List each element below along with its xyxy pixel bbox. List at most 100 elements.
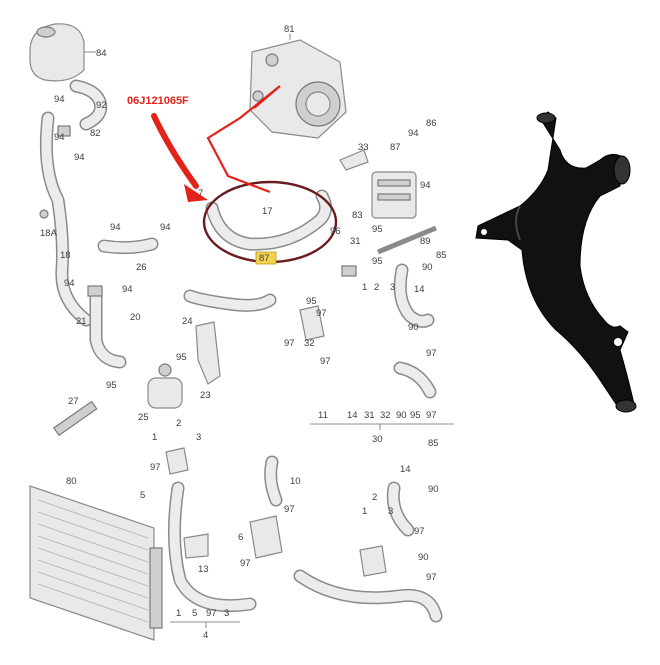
callout-97: 97 <box>284 504 295 515</box>
callout-80: 80 <box>66 476 77 487</box>
callout-33: 33 <box>358 142 369 153</box>
left-hose-column <box>39 79 159 369</box>
callout-84: 84 <box>96 48 107 59</box>
group30-member: 11 <box>318 410 328 421</box>
callout-94: 94 <box>110 222 121 233</box>
callout-97: 97 <box>316 308 327 319</box>
bottom-right-hoses <box>293 481 443 623</box>
callout-97: 97 <box>320 356 331 367</box>
callout-87b: 87 <box>390 142 401 153</box>
group4-member: 5 <box>192 608 197 619</box>
callout-25: 25 <box>138 412 149 423</box>
group30-member: 32 <box>380 410 391 421</box>
group30-label: 30 <box>372 434 383 445</box>
callout-14: 14 <box>414 284 425 295</box>
callout-24: 24 <box>182 316 193 327</box>
callout-2: 2 <box>372 492 377 503</box>
group-bracket-4: 1 5 97 3 4 <box>170 608 240 641</box>
red-trace-line <box>206 85 281 194</box>
callout-6: 6 <box>238 532 243 543</box>
callout-7: 7 <box>198 188 203 199</box>
callout-3: 3 <box>390 282 395 293</box>
callout-95: 95 <box>372 224 383 235</box>
right-upper-parts <box>299 149 437 399</box>
bottom-center-hoses <box>165 447 283 613</box>
callout-81: 81 <box>284 24 295 35</box>
group30-member: 90 <box>396 410 407 421</box>
callout-31: 31 <box>350 236 361 247</box>
callout-20: 20 <box>130 312 141 323</box>
callout-2: 2 <box>374 282 379 293</box>
callout-18a: 18A <box>40 228 58 239</box>
callout-94: 94 <box>54 94 65 105</box>
callout-26: 26 <box>136 262 147 273</box>
callout-23: 23 <box>200 390 211 401</box>
callout-3: 3 <box>196 432 201 443</box>
callout-17: 17 <box>262 206 273 217</box>
group4-member: 1 <box>176 608 181 619</box>
callout-94: 94 <box>122 284 133 295</box>
group30-member: 97 <box>426 410 437 421</box>
part-number-label: 06J121065F <box>127 95 189 107</box>
callout-97: 97 <box>284 338 295 349</box>
water-pump-housing <box>249 34 347 139</box>
callout-5: 5 <box>140 490 145 501</box>
callout-14: 14 <box>400 464 411 475</box>
group30-member: 14 <box>347 410 358 421</box>
callout-92: 92 <box>96 100 107 111</box>
coolant-pipe-photo <box>475 111 637 413</box>
callout-85: 85 <box>428 438 439 449</box>
callout-95: 95 <box>176 352 187 363</box>
callout-94: 94 <box>74 152 85 163</box>
callout-13: 13 <box>198 564 209 575</box>
red-arrow-head <box>184 184 208 202</box>
callout-2: 2 <box>176 418 181 429</box>
red-annotation: 06J121065F <box>127 85 281 202</box>
callout-97: 97 <box>426 572 437 583</box>
callout-94: 94 <box>408 128 419 139</box>
callout-86: 86 <box>426 118 437 129</box>
callout-16: 87 <box>259 253 270 264</box>
callout-1: 1 <box>152 432 157 443</box>
callout-1: 1 <box>362 506 367 517</box>
callout-94: 94 <box>54 132 65 143</box>
callout-10: 10 <box>290 476 301 487</box>
red-arrow-shaft <box>151 113 199 189</box>
callout-94: 94 <box>160 222 171 233</box>
auxiliary-pump-area <box>53 289 277 437</box>
callout-3: 3 <box>388 506 393 517</box>
callout-82: 82 <box>90 128 101 139</box>
callout-83: 83 <box>352 210 363 221</box>
callout-97: 97 <box>150 462 161 473</box>
callout-97: 97 <box>414 526 425 537</box>
callout-21: 21 <box>76 316 87 327</box>
callout-labels: 84 81 94 92 82 94 94 18A 18 94 26 94 94 … <box>40 24 447 583</box>
callout-97: 97 <box>426 348 437 359</box>
callout-90: 90 <box>418 552 429 563</box>
callout-95: 95 <box>372 256 383 267</box>
callout-85: 85 <box>436 250 447 261</box>
callout-1: 1 <box>362 282 367 293</box>
highlighted-coolant-pipe: 87 <box>202 180 338 265</box>
group4-member: 97 <box>206 608 217 619</box>
group4-label: 4 <box>203 630 208 641</box>
callout-94: 94 <box>420 180 431 191</box>
group30-member: 31 <box>364 410 375 421</box>
callout-96: 96 <box>330 226 341 237</box>
callout-89: 89 <box>420 236 431 247</box>
callout-95: 95 <box>306 296 317 307</box>
callout-90: 90 <box>408 322 419 333</box>
callout-32: 32 <box>304 338 315 349</box>
callout-95: 95 <box>106 380 117 391</box>
highlight-label-box <box>255 251 277 265</box>
callout-94: 94 <box>64 278 75 289</box>
callout-97: 97 <box>240 558 251 569</box>
callout-27: 27 <box>68 396 79 407</box>
callout-18: 18 <box>60 250 71 261</box>
callout-90: 90 <box>428 484 439 495</box>
expansion-tank <box>29 23 96 82</box>
callout-90: 90 <box>422 262 433 273</box>
group4-member: 3 <box>224 608 229 619</box>
